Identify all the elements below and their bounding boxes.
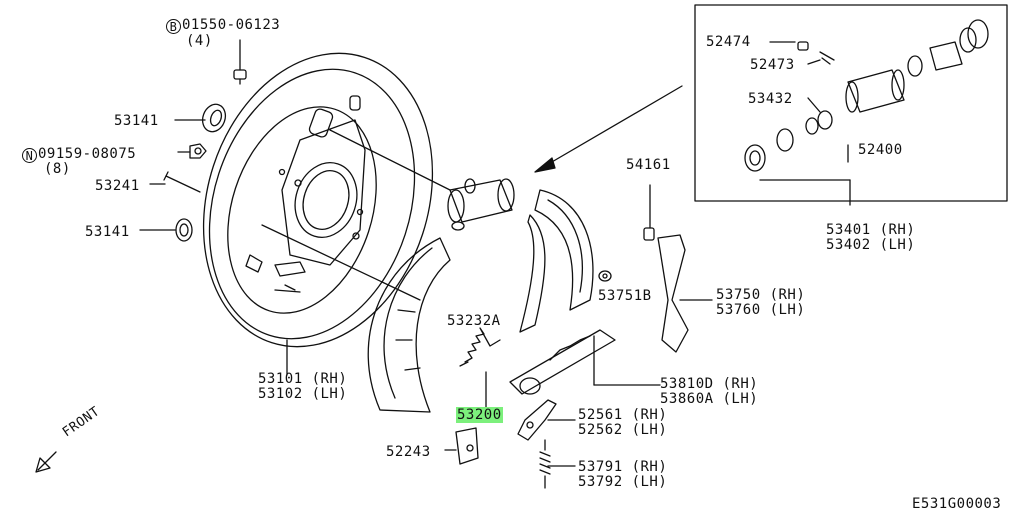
parking-lever-53750 xyxy=(657,234,713,353)
label-lever2-lh: 52562 (LH) xyxy=(578,422,668,438)
label-inset-53432: 53432 xyxy=(748,91,793,107)
label-backing-plate-lh: 53102 (LH) xyxy=(258,386,348,402)
label-shoe-set: 53200 xyxy=(456,407,503,423)
label-inset-52473: 52473 xyxy=(750,57,795,73)
label-pivot: 54161 xyxy=(626,157,671,173)
backing-plate xyxy=(202,52,434,348)
pointer-arrow xyxy=(534,85,683,173)
nut-09159 xyxy=(189,143,207,159)
label-spring-upper: 53232A xyxy=(447,313,501,329)
lever-52561 xyxy=(517,399,576,441)
washer-53751b xyxy=(598,270,612,282)
grommet-lower xyxy=(175,218,193,242)
b-prefix-badge: B xyxy=(166,19,181,34)
label-inset-52474: 52474 xyxy=(706,34,751,50)
label-nut-qty: (8) xyxy=(44,161,71,177)
grommet-upper xyxy=(201,103,227,133)
bolt-part-number: 01550-06123 xyxy=(182,17,281,33)
leader-lines-left xyxy=(139,39,451,376)
bolt-01550 xyxy=(233,69,247,85)
nut-part-number: 09159-08075 xyxy=(38,146,137,162)
label-lever-lh: 53760 (LH) xyxy=(716,302,806,318)
pivot-54161 xyxy=(643,184,655,241)
spring-53791 xyxy=(539,439,576,489)
label-adjuster-rh: 53810D (RH) xyxy=(660,376,759,392)
figure-code: E531G00003 xyxy=(912,496,1002,512)
label-spring-lower-lh: 53792 (LH) xyxy=(578,474,668,490)
label-lever-rh: 53750 (RH) xyxy=(716,287,806,303)
inset-cylinder-exploded xyxy=(744,19,989,206)
label-cylinder-rh: 53401 (RH) xyxy=(826,222,916,238)
spring-53232a xyxy=(459,327,501,367)
label-adjuster-lh: 53860A (LH) xyxy=(660,391,759,407)
brake-shoe-left xyxy=(367,237,451,413)
label-spring-lower-rh: 53791 (RH) xyxy=(578,459,668,475)
label-lever2-rh: 52561 (RH) xyxy=(578,407,668,423)
wheel-cylinder xyxy=(447,178,515,231)
label-bolt-qty: (4) xyxy=(186,33,213,49)
pin-53241 xyxy=(163,171,201,193)
inset-box xyxy=(694,4,1008,202)
brake-shoe-right xyxy=(519,189,594,333)
label-clip: 52243 xyxy=(386,444,431,460)
shoe-set-highlight: 53200 xyxy=(456,407,503,423)
n-prefix-badge: N xyxy=(22,148,37,163)
adjuster-53810d xyxy=(509,329,661,395)
clip-52243 xyxy=(444,427,479,465)
label-inset-52400: 52400 xyxy=(858,142,903,158)
label-grommet-upper: 53141 xyxy=(114,113,159,129)
label-backing-plate-rh: 53101 (RH) xyxy=(258,371,348,387)
label-cylinder-lh: 53402 (LH) xyxy=(826,237,916,253)
label-washer: 53751B xyxy=(598,288,652,304)
front-arrow-icon xyxy=(35,451,57,473)
label-grommet-lower: 53141 xyxy=(85,224,130,240)
label-pin: 53241 xyxy=(95,178,140,194)
